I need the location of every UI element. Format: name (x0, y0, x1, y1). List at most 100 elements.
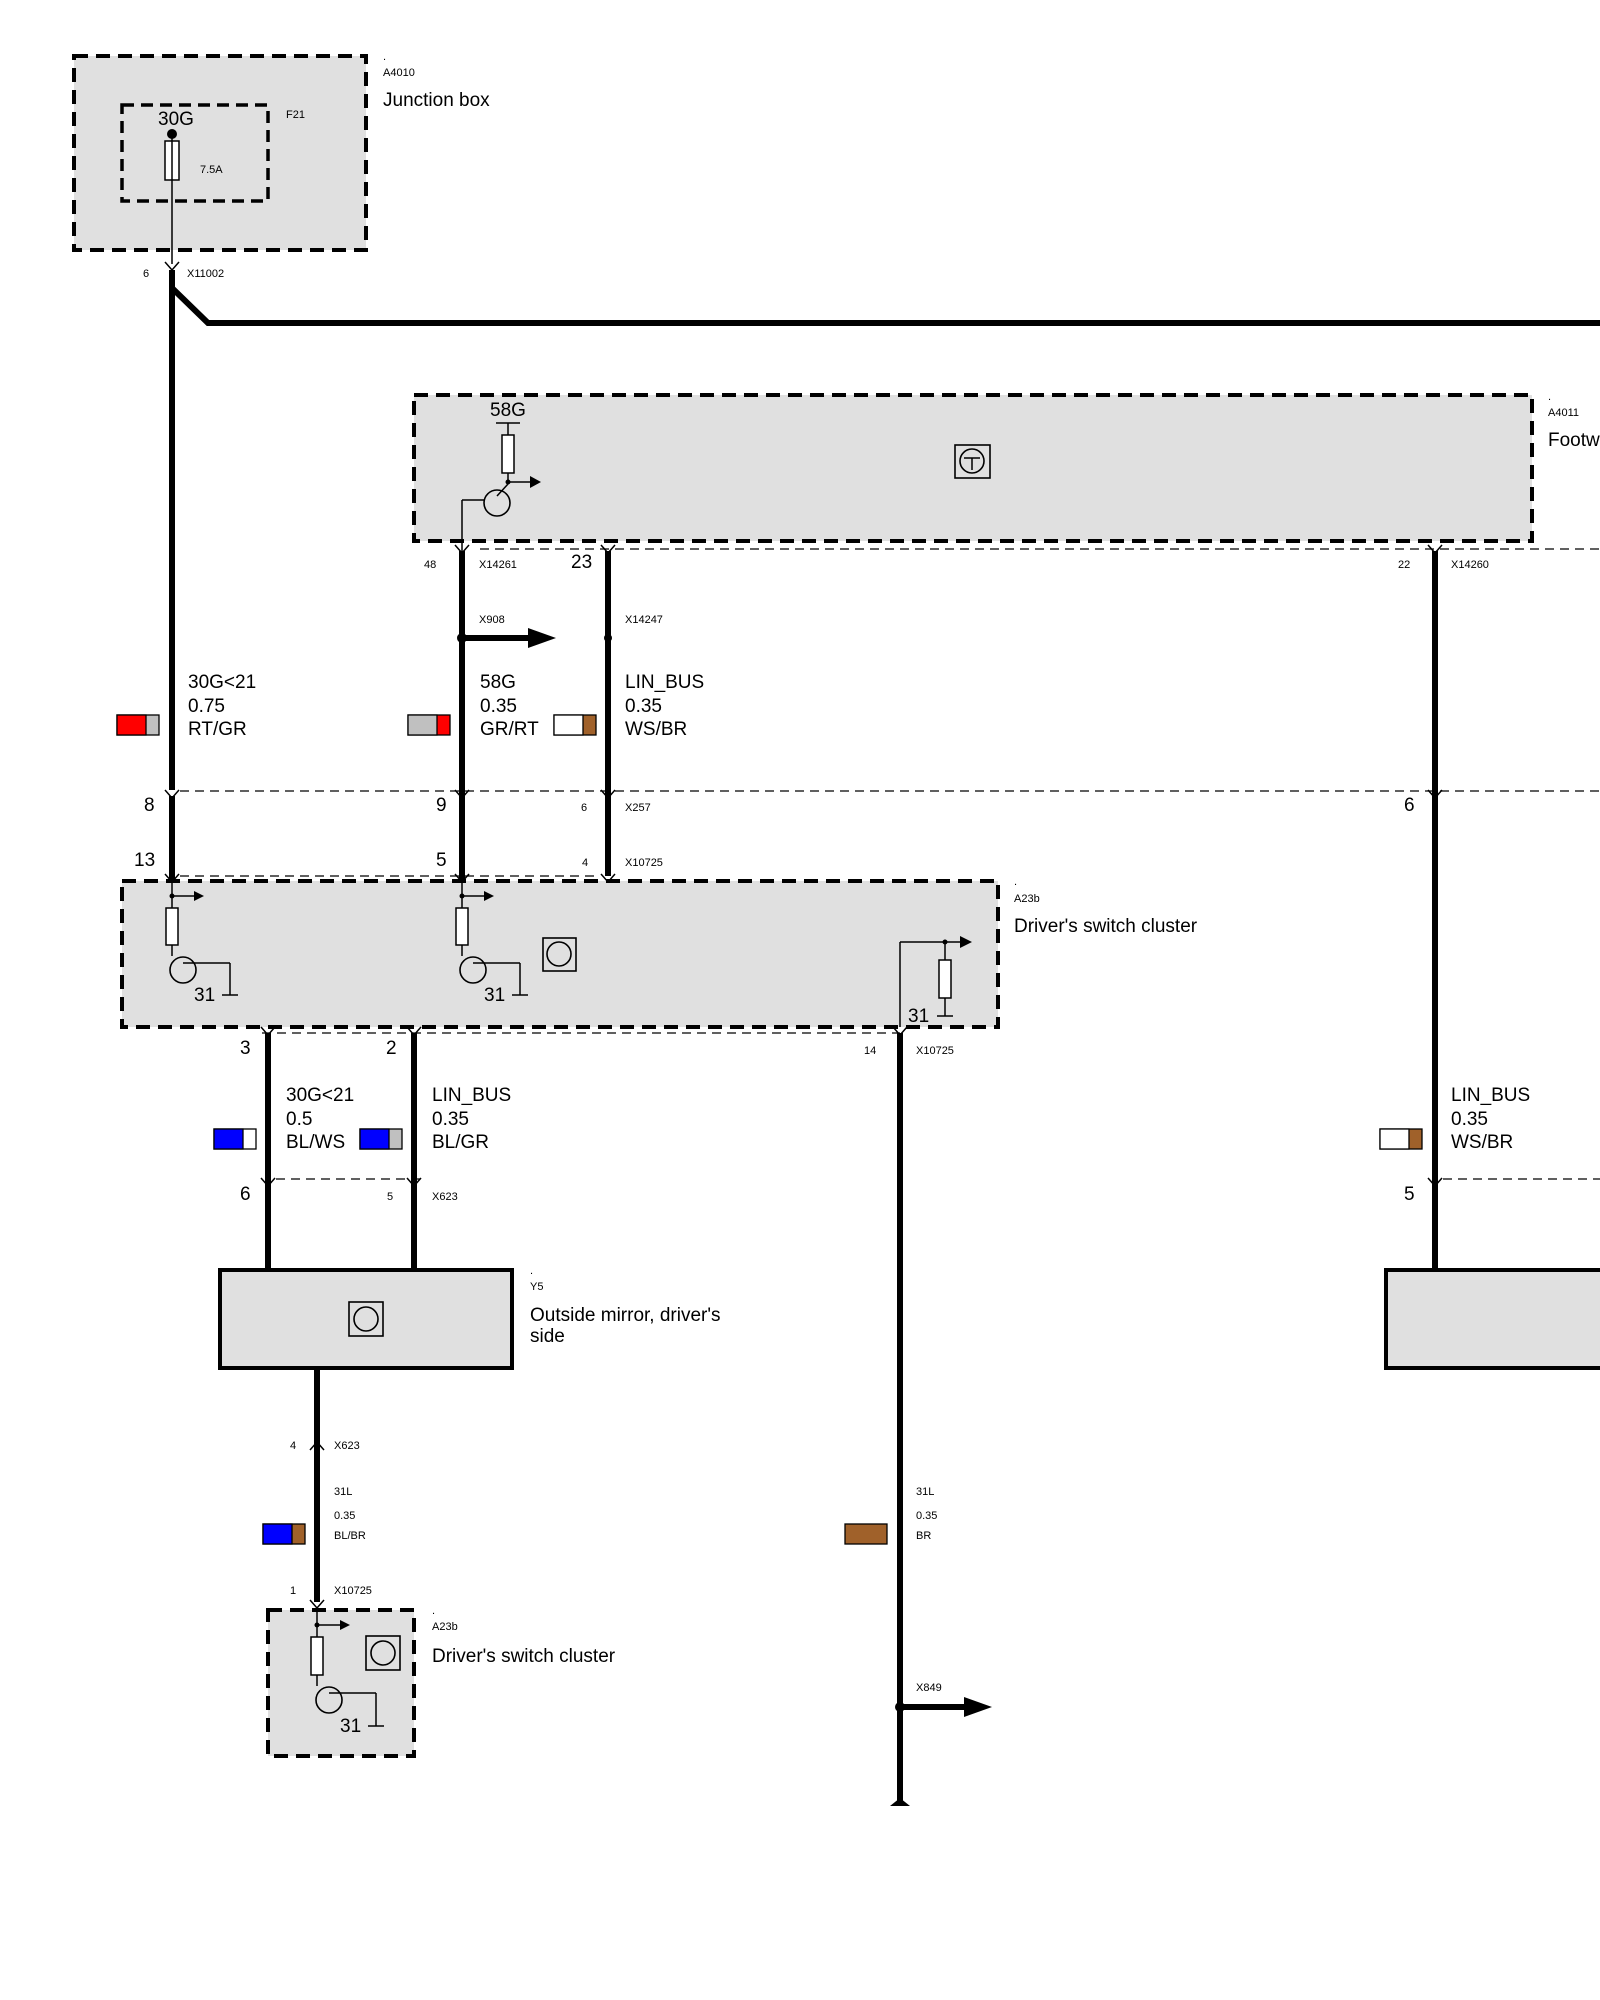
junction-box-id: A4010 (383, 67, 415, 79)
wire-label-lin-bus-right: LIN_BUS 0.35 WS/BR (1451, 1085, 1530, 1153)
pin-x10725-14: 14 (864, 1045, 876, 1057)
ground-icon (890, 1798, 910, 1806)
pin-48: 48 (424, 559, 436, 571)
wire-color-swatches (116, 714, 1423, 1545)
outside-mirror (218, 1268, 514, 1370)
pin-x257-6: 6 (581, 802, 587, 814)
wire-color-swatch-primary (1379, 1128, 1410, 1150)
pin-22: 22 (1398, 559, 1410, 571)
svg-text:RT/GR: RT/GR (188, 719, 247, 740)
mirror-name-2: side (530, 1326, 565, 1347)
junction-box-name: Junction box (383, 90, 490, 111)
switch-stage-c: 31 (899, 936, 972, 1027)
pin-x10725-2: 2 (386, 1038, 397, 1059)
module-icon (954, 444, 991, 479)
svg-text:0.35: 0.35 (1451, 1109, 1488, 1130)
pin-x10725-3: 3 (240, 1038, 251, 1059)
pin-x10725-5: 5 (436, 850, 447, 871)
right-module-partial (1384, 1268, 1600, 1370)
svg-text:0.35: 0.35 (432, 1109, 469, 1130)
mirror-dot: . (530, 1265, 533, 1277)
svg-text:WS/BR: WS/BR (625, 719, 687, 740)
svg-text:WS/BR: WS/BR (1451, 1132, 1513, 1153)
switch-cluster-2 (266, 1608, 416, 1758)
mirror-id: Y5 (530, 1281, 543, 1293)
connector-x11002: X11002 (187, 268, 224, 280)
switch-cluster (120, 879, 1000, 1029)
svg-text:GR/RT: GR/RT (480, 719, 539, 740)
svg-text:BL/WS: BL/WS (286, 1132, 345, 1153)
switch-cluster-2-module-icon (365, 1635, 401, 1671)
pin-23: 23 (571, 552, 592, 573)
pin-x257-8: 8 (144, 795, 155, 816)
footwell-module-dot: . (1548, 391, 1551, 403)
wire-color-swatch (844, 1523, 888, 1545)
connector-x14260: X14260 (1451, 559, 1489, 571)
pin-x623-4: 4 (290, 1440, 296, 1452)
wire-label-lin-bus: LIN_BUS 0.35 WS/BR (625, 672, 704, 740)
svg-text:BL/GR: BL/GR (432, 1132, 489, 1153)
connector-x10725-top: X10725 (625, 857, 663, 869)
connector-x10725-bottom: X10725 (916, 1045, 954, 1057)
junction-box-dot: . (383, 51, 386, 63)
connector-x623-top: X623 (432, 1191, 458, 1203)
connector-x257: X257 (625, 802, 651, 814)
ground-31-b: 31 (484, 985, 505, 1006)
wire-label-30g-bl: 30G<21 0.5 BL/WS (286, 1085, 354, 1153)
svg-text:30G<21: 30G<21 (286, 1085, 354, 1106)
ground-31-c: 31 (908, 1006, 929, 1027)
wire-label-58g: 58G 0.35 GR/RT (480, 672, 539, 740)
pin-x10725-1: 1 (290, 1585, 296, 1597)
switch-cluster-2-name: Driver's switch cluster (432, 1646, 616, 1667)
footwell-terminal: 58G (490, 400, 526, 421)
pin-x10725-4: 4 (582, 857, 588, 869)
wire-color-swatch-primary (213, 1128, 244, 1150)
wire-label-31l-blbr: 31L 0.35 BL/BR (334, 1486, 366, 1542)
module-symbol-icon (959, 448, 985, 474)
pin-x11002: 6 (143, 268, 149, 280)
svg-text:BL/BR: BL/BR (334, 1530, 366, 1542)
ground-31-d: 31 (340, 1716, 361, 1737)
wire-label-31l-br: 31L 0.35 BR (916, 1486, 937, 1542)
fuse-f21-box (120, 103, 270, 203)
svg-text:BR: BR (916, 1530, 931, 1542)
svg-text:0.5: 0.5 (286, 1109, 312, 1130)
wire-color-swatch-primary (553, 714, 584, 736)
splice-x908: X908 (479, 614, 505, 626)
switch-stage-a: 31 (165, 881, 238, 1006)
svg-text:0.75: 0.75 (188, 696, 225, 717)
footwell-module-id: A4011 (1548, 407, 1579, 419)
fuse-rating: 7.5A (200, 164, 223, 176)
splice-x849: X849 (916, 1682, 942, 1694)
wire-label-30g: 30G<21 0.75 RT/GR (188, 672, 256, 740)
wire-color-swatch-primary (407, 714, 438, 736)
svg-text:LIN_BUS: LIN_BUS (625, 672, 704, 693)
transistor-icon (483, 489, 511, 517)
wire-label-lin-bus-bl: LIN_BUS 0.35 BL/GR (432, 1085, 511, 1153)
connector-x14261: X14261 (479, 559, 517, 571)
svg-text:0.35: 0.35 (334, 1510, 355, 1522)
svg-text:LIN_BUS: LIN_BUS (1451, 1085, 1530, 1106)
switch-cluster-2-dot: . (432, 1605, 435, 1617)
svg-text:0.35: 0.35 (916, 1510, 937, 1522)
pin-x623-6: 6 (240, 1184, 251, 1205)
pin-x10725-13: 13 (134, 850, 155, 871)
pin-x623-5: 5 (387, 1191, 393, 1203)
ground-31-a: 31 (194, 985, 215, 1006)
fuse-terminal: 30G (158, 109, 194, 130)
pin-x623-right: 5 (1404, 1184, 1415, 1205)
svg-text:0.35: 0.35 (480, 696, 517, 717)
junction-box (72, 54, 368, 252)
splice-x14247: X14247 (625, 614, 663, 626)
connector-x623-bottom: X623 (334, 1440, 360, 1452)
wire-color-swatch-primary (359, 1128, 390, 1150)
switch-stage-b: 31 (455, 881, 528, 1006)
wire-color-swatch-primary (262, 1523, 293, 1545)
svg-text:31L: 31L (916, 1486, 934, 1498)
connector-x10725-low: X10725 (334, 1585, 372, 1597)
wire-color-swatch-primary (116, 714, 147, 736)
svg-text:31L: 31L (334, 1486, 352, 1498)
svg-text:30G<21: 30G<21 (188, 672, 256, 693)
switch-cluster-name: Driver's switch cluster (1014, 916, 1198, 937)
